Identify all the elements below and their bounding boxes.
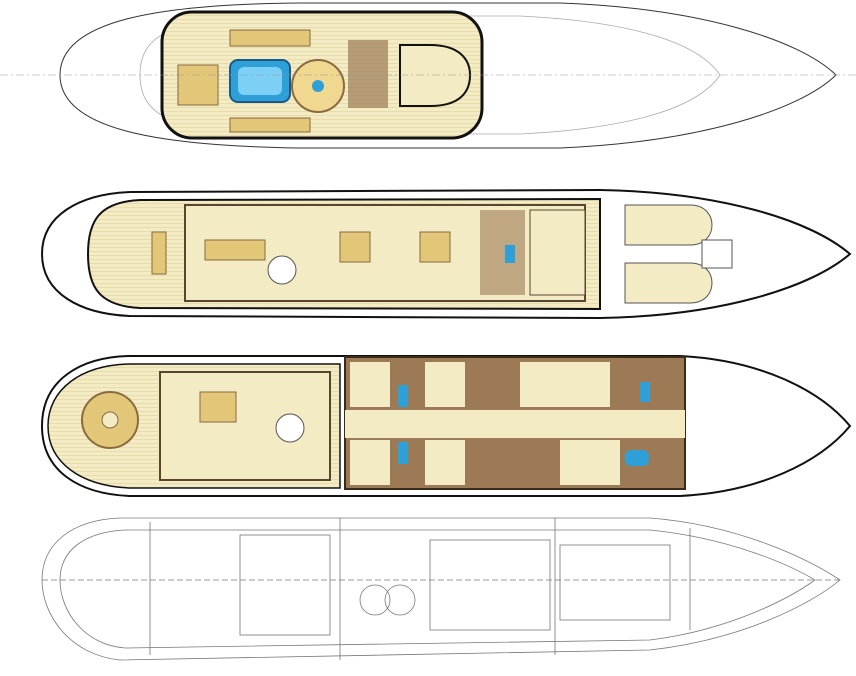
lounge-seating xyxy=(177,64,219,106)
lower-saloon xyxy=(159,371,331,481)
vip-cabin xyxy=(560,440,620,485)
forward-compartment xyxy=(559,544,671,621)
technical-hull-outline xyxy=(41,517,841,661)
sun-deck-cabin xyxy=(348,40,388,108)
sun-deck-plan xyxy=(0,2,856,149)
wheelhouse xyxy=(529,209,586,296)
tender-port xyxy=(624,204,713,246)
bath-1 xyxy=(398,385,408,407)
saloon-lounge xyxy=(419,231,451,263)
cabin-2 xyxy=(350,440,390,485)
lower-spiral-staircase xyxy=(275,413,305,443)
dining-table-aft xyxy=(151,231,167,275)
tank-2 xyxy=(384,584,416,616)
tender-starboard xyxy=(624,262,713,304)
blue-fixture xyxy=(505,245,515,263)
bath-4 xyxy=(625,450,649,466)
bath-2 xyxy=(398,442,408,464)
sunpad-center xyxy=(101,411,119,429)
cabin-4 xyxy=(425,440,465,485)
technical-deck-plan xyxy=(41,517,841,661)
cabin-3 xyxy=(425,362,465,407)
dining-table xyxy=(204,239,266,261)
foredeck-hatch xyxy=(701,239,733,269)
sunbeds-port xyxy=(229,29,311,47)
cabin-1 xyxy=(350,362,390,407)
tank-1 xyxy=(359,584,391,616)
crew-quarters xyxy=(429,539,551,631)
helm-station xyxy=(399,44,472,107)
main-deck-plan xyxy=(40,188,852,320)
engine-room xyxy=(239,534,331,636)
lower-sofa xyxy=(199,391,237,423)
bath-3 xyxy=(640,382,650,402)
sunbeds-starboard xyxy=(229,117,311,133)
lower-deck-plan xyxy=(40,355,852,497)
jacuzzi-water xyxy=(238,67,282,95)
bar-center xyxy=(312,80,324,92)
galley-block xyxy=(480,210,525,295)
saloon-sofa xyxy=(339,231,371,263)
corridor xyxy=(345,410,685,438)
spiral-staircase xyxy=(267,255,297,285)
technical-inner-hull xyxy=(59,529,816,649)
master-cabin xyxy=(520,362,610,407)
